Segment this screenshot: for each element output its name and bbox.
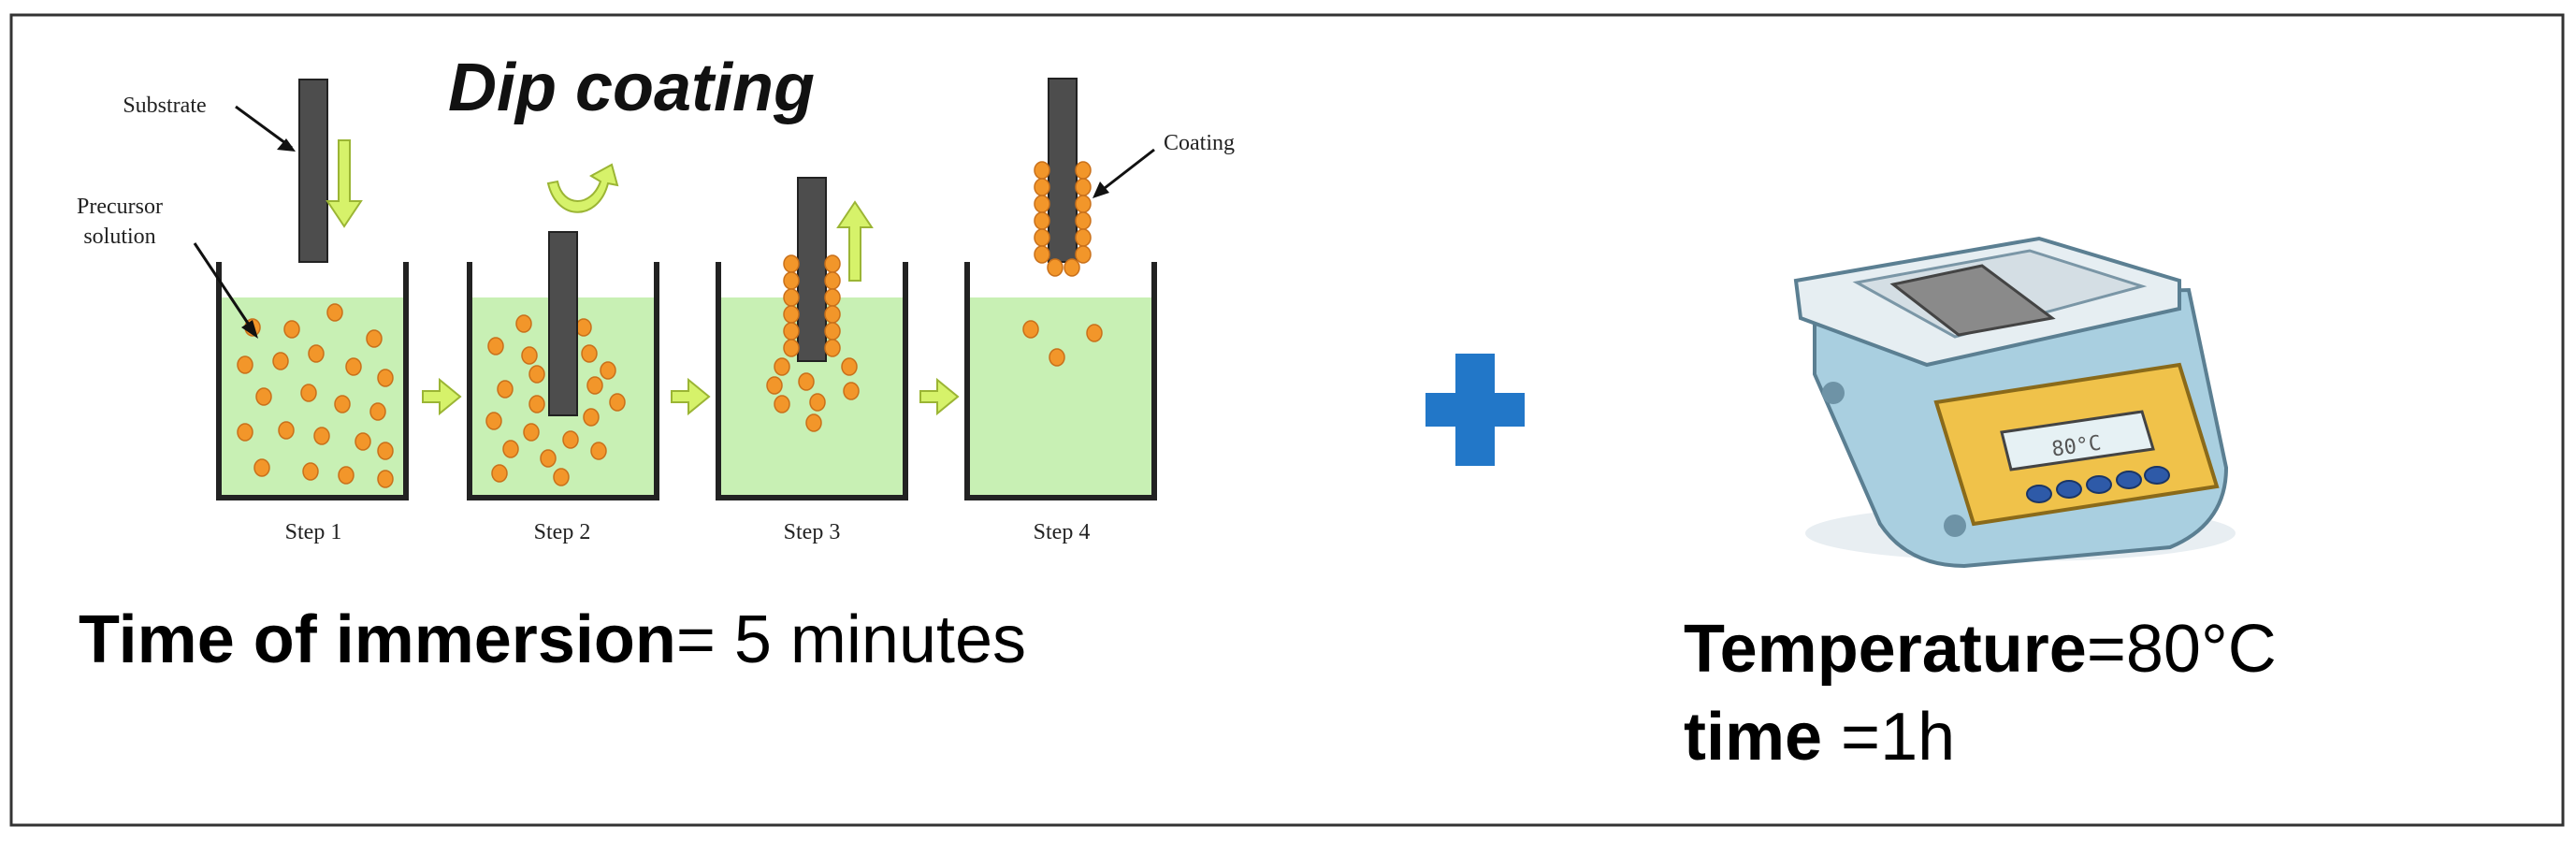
step-label-3: Step 3 (784, 520, 841, 544)
step-3: Step 3 (716, 177, 908, 544)
time-text: time =1h (1684, 700, 1955, 775)
time-value: =1h (1822, 700, 1955, 775)
beaker-3 (716, 262, 908, 500)
hotplate-foot-right (1944, 515, 1966, 537)
immersion-text: Time of immersion= 5 minutes (79, 602, 1026, 677)
precursor-label-line1: Precursor (77, 195, 163, 219)
diagram-title: Dip coating (448, 51, 815, 125)
precursor-pointer-head (241, 320, 258, 339)
step-label-2: Step 2 (534, 520, 591, 544)
immersion-value: = 5 minutes (676, 602, 1026, 677)
substrate-2 (548, 231, 578, 416)
step-label-1: Step 1 (285, 520, 342, 544)
coating-pointer-head (1093, 181, 1109, 198)
beaker-1 (216, 262, 409, 500)
coating-particles-4 (1022, 161, 1103, 367)
hotplate-buttons (2026, 466, 2170, 503)
rotate-arrow-icon (546, 163, 619, 213)
beaker-4 (964, 262, 1157, 500)
arrow-up-icon (836, 200, 874, 282)
temperature-value: =80°C (2087, 612, 2277, 687)
precursor-pointer (193, 242, 256, 334)
step-4: Step 4 (964, 78, 1157, 544)
coating-particles-3 (766, 254, 860, 432)
arrow-down-icon (326, 139, 363, 228)
substrate-pointer-head (277, 138, 296, 152)
temperature-text: Temperature=80°C (1684, 612, 2277, 687)
particles-2 (485, 314, 626, 486)
substrate-pointer (235, 105, 293, 150)
hotplate-sample (1889, 264, 2056, 337)
step-label-4: Step 4 (1034, 520, 1091, 544)
step-2: Step 2 (467, 163, 659, 544)
coating-pointer (1095, 148, 1155, 196)
arrow-right-icon (422, 377, 462, 416)
arrow-right-icon (671, 377, 711, 416)
solution-4 (967, 297, 1154, 498)
coating-label: Coating (1164, 131, 1235, 155)
hotplate-icon: 80°C (1793, 236, 2236, 569)
hotplate-foot-left (1822, 382, 1845, 404)
beaker-2 (467, 262, 659, 500)
substrate-1 (298, 79, 328, 263)
arrow-right-icon (919, 377, 960, 416)
plus-icon (1425, 354, 1525, 466)
precursor-label-line2: solution (83, 225, 155, 249)
temperature-label: Temperature (1684, 612, 2087, 687)
substrate-label: Substrate (123, 94, 206, 118)
immersion-label: Time of immersion (79, 602, 676, 677)
substrate-3 (797, 177, 827, 362)
hotplate-display (2000, 410, 2155, 471)
time-label: time (1684, 700, 1822, 775)
substrate-4 (1048, 78, 1078, 263)
